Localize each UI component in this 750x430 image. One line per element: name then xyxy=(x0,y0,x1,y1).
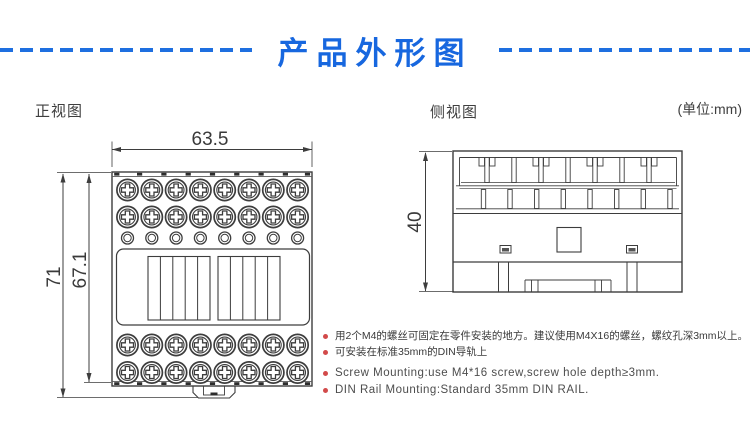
note-text: 用2个M4的螺丝可固定在零件安装的地方。建议使用M4X16的螺丝，螺纹孔深3mm… xyxy=(335,330,749,342)
side-body-outline xyxy=(452,150,683,293)
dim-label-height-inner: 67.1 xyxy=(70,252,91,289)
front-view-label: 正视图 xyxy=(35,103,84,120)
dashed-line-left xyxy=(0,48,252,52)
front-bottom-edge-ticks xyxy=(114,382,311,385)
note-item: Screw Mounting:use M4*16 screw,screw hol… xyxy=(323,367,748,381)
note-item: 可安装在标准35mm的DIN导轨上 xyxy=(323,346,748,359)
front-body-outline xyxy=(111,171,313,387)
side-view-drawing: 40 xyxy=(405,150,683,293)
side-center-socket xyxy=(556,226,582,253)
dim-label-height-outer: 71 xyxy=(44,266,65,287)
front-top-edge-ticks xyxy=(114,172,311,176)
front-height-dimensions: 71 67.1 xyxy=(44,172,198,398)
front-wire-holes xyxy=(120,231,305,245)
side-din-rail-base xyxy=(498,262,638,292)
note-text: Screw Mounting:use M4*16 screw,screw hol… xyxy=(335,367,660,380)
side-height-dimension: 40 xyxy=(405,151,454,292)
bullet-icon xyxy=(323,350,328,356)
side-terminal-combs xyxy=(453,157,682,214)
dim-label-side-height: 40 xyxy=(405,211,426,232)
dashed-line-right xyxy=(498,48,750,52)
side-view-label: 侧视图 xyxy=(430,104,479,121)
front-terminal-screws-bottom xyxy=(116,333,310,384)
side-latch-left xyxy=(499,245,512,254)
page-title: 产品外形图 xyxy=(277,35,473,71)
note-item: DIN Rail Mounting:Standard 35mm DIN RAIL… xyxy=(323,384,748,398)
front-terminal-screws-top xyxy=(116,178,310,229)
front-relay-window xyxy=(115,248,311,326)
bullet-icon xyxy=(323,388,328,394)
bullet-icon xyxy=(323,334,328,339)
front-width-dimension: 63.5 xyxy=(111,129,313,167)
dim-label-width: 63.5 xyxy=(192,129,229,150)
banner: 产品外形图 xyxy=(0,22,750,78)
mounting-notes: 用2个M4的螺丝可固定在零件安装的地方。建议使用M4X16的螺丝，螺纹孔深3mm… xyxy=(323,330,748,401)
front-din-clip xyxy=(192,385,236,399)
note-text: DIN Rail Mounting:Standard 35mm DIN RAIL… xyxy=(335,384,589,397)
note-text: 可安装在标准35mm的DIN导轨上 xyxy=(335,346,488,359)
unit-note: (单位:mm) xyxy=(677,101,742,117)
note-item: 用2个M4的螺丝可固定在零件安装的地方。建议使用M4X16的螺丝，螺纹孔深3mm… xyxy=(323,330,748,343)
front-view-drawing: 63.5 71 67.1 xyxy=(44,129,313,399)
side-latch-right xyxy=(626,245,638,254)
bullet-icon xyxy=(323,371,328,377)
